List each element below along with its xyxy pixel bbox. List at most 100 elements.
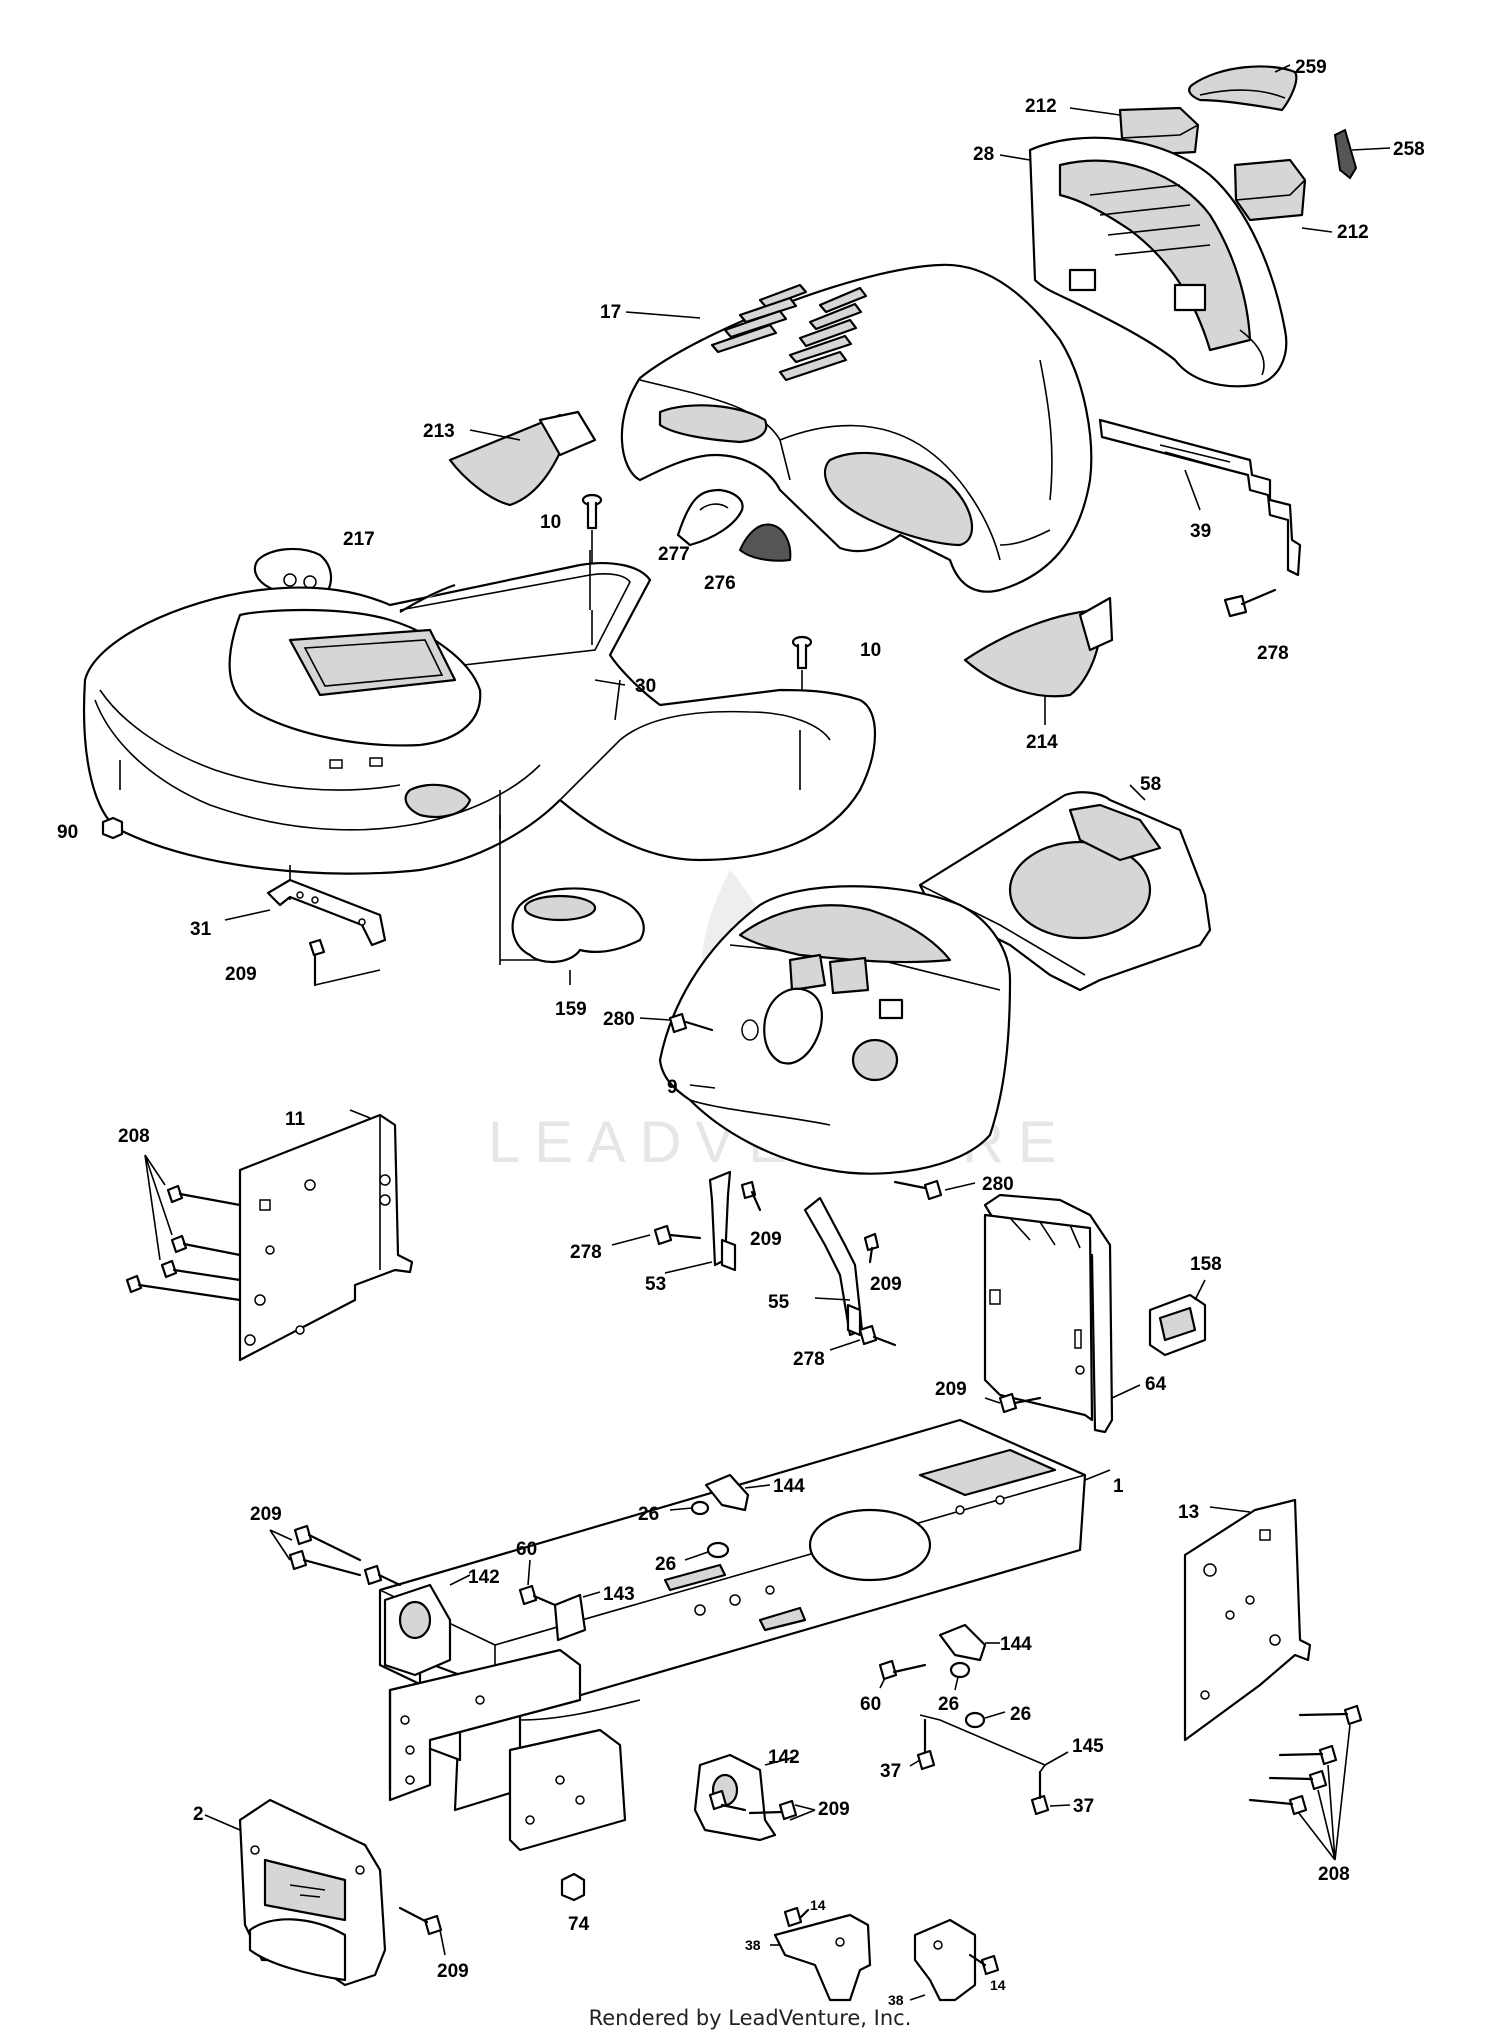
- callout-26-c: 26: [938, 1694, 959, 1715]
- part-53: [664, 1170, 737, 1274]
- callout-143: 143: [603, 1584, 635, 1605]
- callout-209-g: 209: [437, 1961, 469, 1982]
- part-1-frame: [378, 1418, 1111, 1812]
- callout-277: 277: [658, 544, 690, 565]
- callout-53: 53: [645, 1274, 666, 1295]
- callout-209-f: 209: [818, 1799, 850, 1820]
- part-209-screw-b: [740, 1180, 762, 1212]
- part-17-hood: [620, 263, 1093, 593]
- part-277: [676, 488, 744, 547]
- part-26-nut-a: [669, 1500, 710, 1516]
- callout-209-c: 209: [870, 1274, 902, 1295]
- part-55: [803, 1196, 864, 1337]
- part-143: [553, 1591, 601, 1642]
- part-26-nut-c: [949, 1661, 971, 1691]
- callout-17: 17: [600, 302, 621, 323]
- callout-144-lower: 144: [1000, 1634, 1032, 1655]
- callout-159: 159: [555, 999, 587, 1020]
- callout-26-a: 26: [638, 1504, 659, 1525]
- callout-142-right: 142: [768, 1747, 800, 1768]
- callout-258: 258: [1393, 139, 1425, 160]
- hood-vents: [710, 283, 868, 382]
- callout-209-e: 209: [250, 1504, 282, 1525]
- part-37-upper: [909, 1718, 936, 1771]
- part-159: [511, 887, 645, 985]
- part-74: [560, 1872, 586, 1902]
- callout-144-upper: 144: [773, 1476, 805, 1497]
- part-209-screw-d: [984, 1392, 1042, 1414]
- part-144-lower: [938, 1623, 1000, 1662]
- callout-142-left: 142: [468, 1567, 500, 1588]
- part-280-screw-right: [893, 1179, 976, 1201]
- part-2: [204, 1798, 387, 1987]
- callout-213: 213: [423, 421, 455, 442]
- callout-37-upper: 37: [880, 1761, 901, 1782]
- callout-58: 58: [1140, 774, 1161, 795]
- part-278-screw-mid: [611, 1224, 702, 1246]
- callout-74: 74: [568, 1914, 590, 1935]
- part-280-screw-left: [639, 1012, 714, 1034]
- callout-209-a: 209: [225, 964, 257, 985]
- part-209-screws-f: [708, 1789, 816, 1821]
- part-209-screw-a: [308, 938, 381, 987]
- part-11: [238, 1109, 414, 1362]
- part-14-screw-left: [783, 1906, 810, 1928]
- part-58: [918, 784, 1212, 992]
- part-278-screw-low: [829, 1324, 897, 1351]
- part-213: [448, 410, 597, 507]
- part-142-right: [693, 1753, 796, 1842]
- part-38-right: [909, 1918, 977, 2002]
- part-37-lower: [1030, 1770, 1071, 1816]
- callout-280-right: 280: [982, 1174, 1014, 1195]
- part-144-upper: [704, 1473, 771, 1512]
- callout-208-right: 208: [1318, 1864, 1350, 1885]
- callout-278-mid: 278: [570, 1242, 602, 1263]
- callout-31: 31: [190, 919, 212, 940]
- part-9-dash: [658, 885, 1012, 1175]
- callout-259: 259: [1295, 57, 1327, 78]
- callout-276: 276: [704, 573, 736, 594]
- part-front-bracket-right: [508, 1728, 627, 1852]
- part-60-right: [878, 1659, 927, 1689]
- callout-278-low: 278: [793, 1349, 825, 1370]
- part-28: [999, 136, 1288, 388]
- callout-26-b: 26: [655, 1554, 676, 1575]
- callout-217: 217: [343, 529, 375, 550]
- callout-39: 39: [1190, 521, 1211, 542]
- part-209-screw-c: [863, 1232, 880, 1264]
- part-158: [1148, 1279, 1207, 1357]
- part-208-screws-left: [125, 1154, 242, 1302]
- callouts: 259 212 258 28 212 17 213 39 10 217 277 …: [57, 57, 1425, 2008]
- part-front-bracket-left: [388, 1648, 582, 1802]
- part-209-screw-g: [398, 1906, 446, 1956]
- part-259: [1188, 64, 1298, 112]
- part-209-screws-e: [269, 1524, 402, 1587]
- callout-209-b: 209: [750, 1229, 782, 1250]
- callout-1: 1: [1113, 1476, 1124, 1497]
- part-276: [738, 523, 792, 562]
- part-14-screw-right: [968, 1953, 1000, 1976]
- part-145: [919, 1714, 1069, 1773]
- callout-37-lower: 37: [1073, 1796, 1094, 1817]
- part-38-left: [770, 1913, 872, 2002]
- callout-10-left: 10: [540, 512, 561, 533]
- callout-158: 158: [1190, 1254, 1222, 1275]
- footer-credit: Rendered by LeadVenture, Inc.: [588, 2006, 912, 2030]
- part-258: [1333, 128, 1391, 180]
- callout-11: 11: [285, 1109, 306, 1130]
- part-26-nut-b: [684, 1541, 730, 1561]
- callout-278-top: 278: [1257, 643, 1289, 664]
- callout-209-d: 209: [935, 1379, 967, 1400]
- part-31: [224, 878, 387, 947]
- part-30-fender: [82, 550, 876, 965]
- callout-280-left: 280: [603, 1009, 635, 1030]
- callout-14-left: 14: [810, 1897, 826, 1913]
- callout-2: 2: [193, 1804, 204, 1825]
- part-214: [963, 596, 1114, 725]
- part-90: [101, 816, 124, 840]
- callout-9: 9: [667, 1077, 678, 1098]
- part-39: [1098, 418, 1302, 577]
- callout-212-lower: 212: [1337, 222, 1369, 243]
- callout-38-left: 38: [745, 1937, 761, 1953]
- callout-60-right: 60: [860, 1694, 881, 1715]
